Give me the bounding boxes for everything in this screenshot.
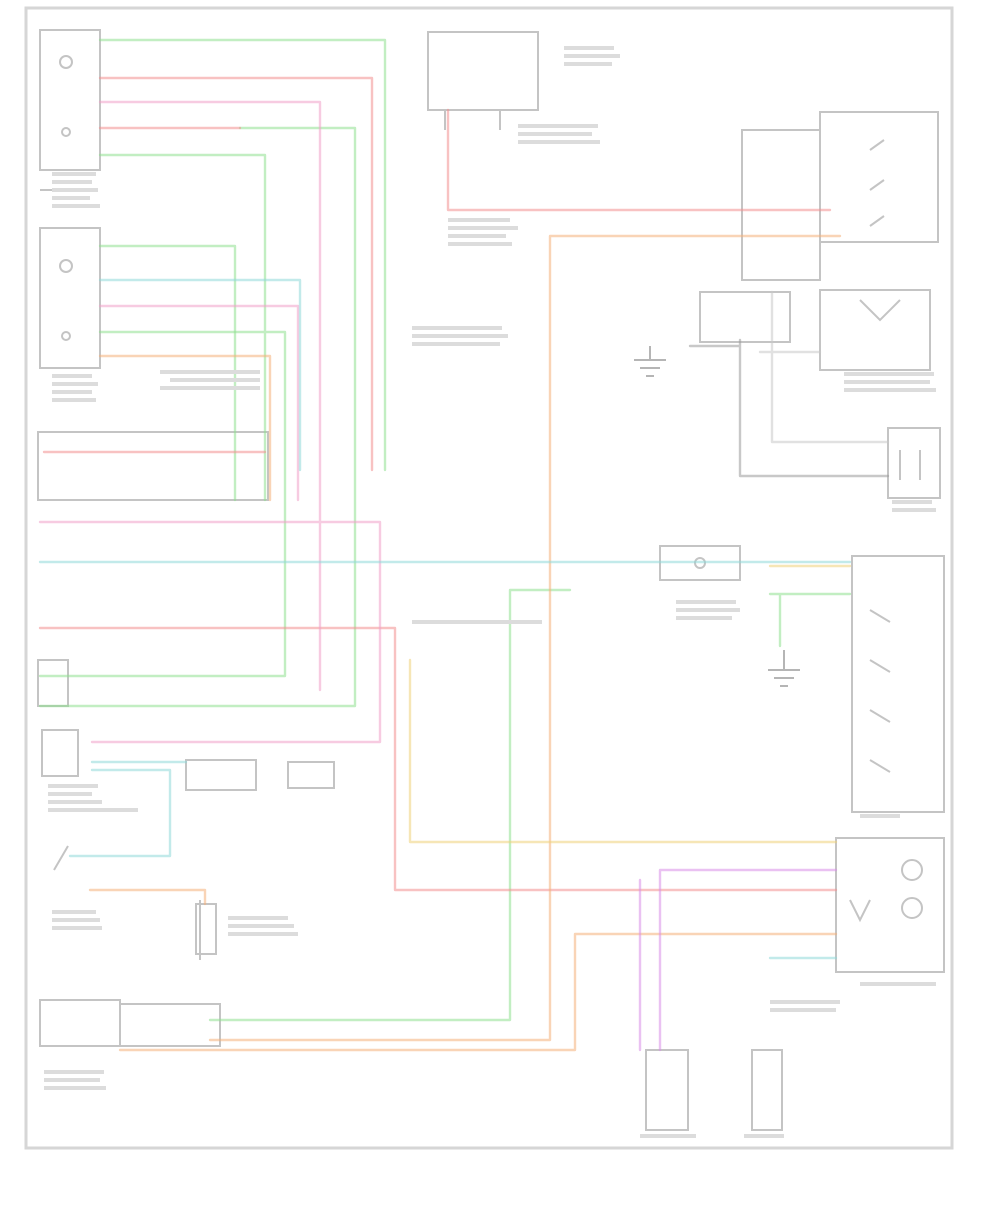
wire-gray: [688, 290, 890, 478]
wire-pink: [38, 100, 382, 744]
bottom-left-connector: [39, 999, 221, 1047]
ground-symbol: [768, 650, 800, 687]
diagram-border: [24, 6, 954, 1150]
wire-violet: [638, 868, 838, 1052]
center-right-module: [699, 289, 931, 371]
left-lower-switch: [41, 729, 217, 960]
wire-cyan: [38, 278, 852, 960]
right-relay-block: [887, 427, 941, 499]
wire-orange: [88, 234, 842, 1052]
left-mid-connector-block: [39, 227, 101, 369]
mid-left-small-module: [185, 759, 335, 791]
wire-red: [38, 76, 838, 892]
wire-green: [38, 38, 852, 1022]
top-center-switch-block: [427, 31, 539, 130]
left-harness-block: [37, 431, 269, 707]
right-large-unit: [835, 555, 945, 973]
left-upper-connector-block: [39, 29, 101, 191]
faint-labels: [44, 46, 936, 1138]
ground-symbol: [634, 346, 666, 377]
wire-yellow: [408, 564, 852, 844]
top-right-switch-block: [741, 111, 939, 281]
bottom-center-sensors: [645, 1049, 783, 1131]
